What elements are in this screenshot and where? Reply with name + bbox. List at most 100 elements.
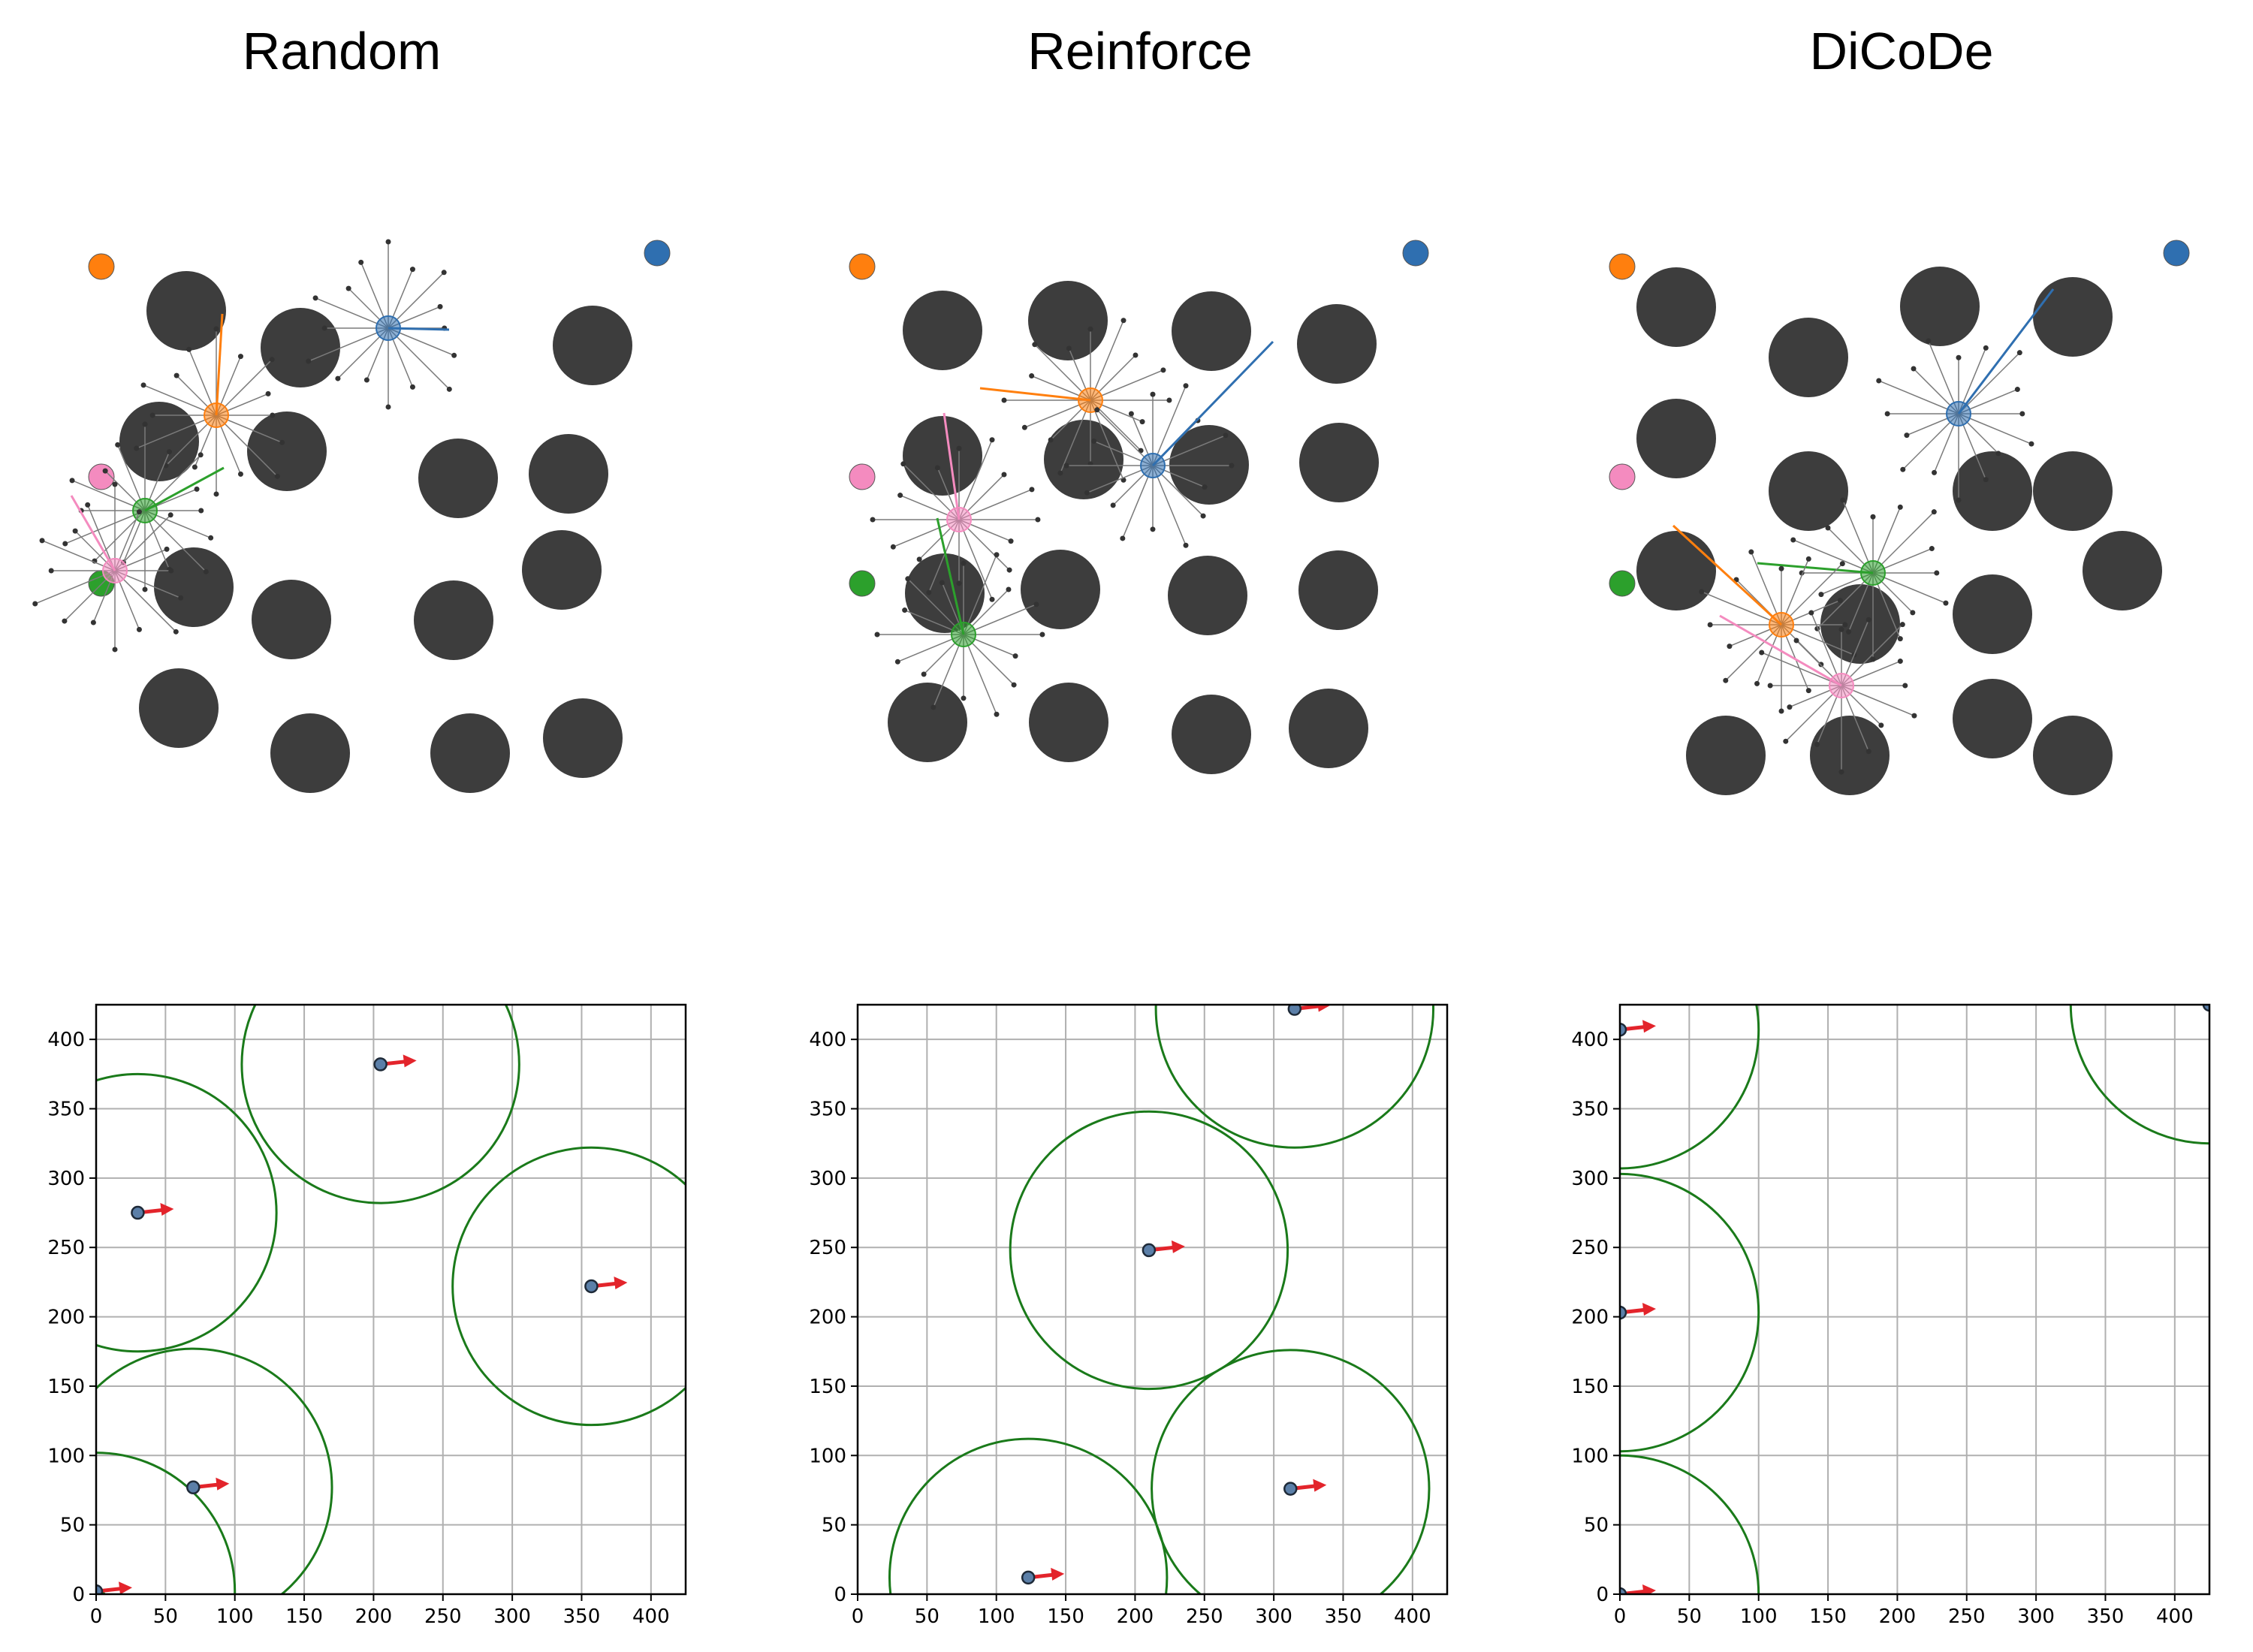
agent-marker (1021, 1570, 1036, 1585)
lidar-hit (166, 449, 172, 455)
lidar-hit (994, 711, 1000, 717)
obstacle (903, 291, 982, 370)
lidar-hit (1035, 517, 1041, 523)
lidar-hit (1091, 439, 1097, 445)
y-tick-label: 50 (822, 1515, 846, 1537)
y-tick-label: 250 (47, 1237, 85, 1259)
lidar-hit (1021, 424, 1027, 430)
coverage-circle (1154, 1005, 1434, 1149)
agent (2202, 1005, 2209, 1012)
lidar-hit (1808, 610, 1814, 616)
lidar-ray (1872, 511, 1935, 574)
column-title-reinforce: Reinforce (1027, 22, 1253, 80)
lidar-hit (306, 358, 312, 364)
lidar-hit (1805, 556, 1811, 562)
lidar-hit (2016, 350, 2022, 356)
obstacle (522, 530, 602, 610)
lidar-hit (1707, 622, 1713, 628)
lidar-hit (1842, 622, 1848, 628)
agent (1620, 1303, 1656, 1320)
x-tick-label: 100 (1740, 1605, 1778, 1628)
heading-line (70, 495, 116, 571)
lidar-hit (1911, 713, 1917, 719)
lidar-hit (1150, 526, 1156, 532)
agent-marker (2202, 1005, 2209, 1012)
lidar-hit (451, 352, 457, 358)
lidar-hit (237, 354, 243, 360)
lidar-ray (1781, 563, 1843, 626)
y-tick-label: 0 (834, 1584, 846, 1606)
lidar-hit (1926, 338, 1932, 344)
lidar-hit (385, 239, 391, 245)
lidar-hit (213, 491, 219, 497)
lidar-hit (142, 421, 148, 427)
y-tick-label: 400 (47, 1029, 85, 1051)
agent-marker (373, 1057, 388, 1072)
obstacle (1021, 550, 1100, 629)
lidar-hit (1956, 354, 1962, 360)
obstacle (903, 416, 982, 496)
lidar-hit (1229, 463, 1235, 469)
lidar-hit (441, 270, 447, 276)
obstacle (261, 308, 340, 387)
obstacle (1289, 689, 1368, 768)
lidar-hit (164, 546, 170, 552)
x-tick-label: 150 (285, 1605, 323, 1628)
lidar-hit (989, 596, 995, 602)
obstacle (543, 698, 623, 778)
heading-line (1957, 288, 2055, 415)
lidar-hit (1899, 622, 1905, 628)
agent (1620, 1020, 1656, 1037)
arrow-head (1317, 1005, 1331, 1012)
y-tick-label: 150 (47, 1376, 85, 1398)
robot-body (1140, 453, 1166, 478)
agent-marker (96, 1584, 104, 1594)
lidar-ray (144, 454, 201, 511)
robot-body (1860, 560, 1886, 586)
lidar-hit (194, 486, 200, 492)
obstacle (1029, 683, 1108, 762)
lidar-ray (1152, 465, 1187, 546)
lidar-ray (1878, 380, 1959, 415)
obstacle (1297, 304, 1377, 384)
lidar-hit (1837, 598, 1843, 604)
robot-green (874, 517, 1045, 717)
lidar-hit (168, 568, 174, 574)
lidar-hit (186, 346, 192, 352)
lidar-ray (958, 489, 1033, 520)
coverage-circle (1151, 1349, 1431, 1594)
coverage-circle (96, 1452, 237, 1594)
robot-body (951, 622, 976, 647)
x-tick-label: 50 (1677, 1605, 1702, 1628)
lidar-hit (208, 535, 214, 541)
lidar-hit (134, 445, 140, 451)
lidar-hit (112, 647, 118, 653)
goal-green (1609, 570, 1636, 597)
lidar-hit (902, 607, 908, 613)
y-tick-label: 300 (1571, 1168, 1609, 1190)
lidar-hit (1865, 749, 1871, 755)
obstacle (154, 547, 234, 627)
x-tick-label: 300 (2017, 1605, 2055, 1628)
arrow-head (1051, 1567, 1065, 1581)
lidar-hit (890, 544, 896, 550)
lidar-hit (1066, 345, 1072, 351)
lidar-ray (1781, 624, 1855, 656)
lidar-hit (1805, 688, 1811, 694)
y-tick-label: 50 (60, 1515, 85, 1537)
y-tick-label: 300 (47, 1168, 85, 1190)
lidar-ray (1725, 624, 1782, 681)
lidar-ray (65, 510, 146, 544)
y-tick-label: 250 (809, 1237, 846, 1259)
lidar-hit (1048, 437, 1054, 443)
obstacle (1820, 584, 1900, 664)
arrow-head (119, 1581, 132, 1594)
lidar-hit (1001, 472, 1007, 478)
x-tick-label: 350 (563, 1605, 601, 1628)
obstacle (1298, 550, 1378, 630)
obstacle (1636, 399, 1716, 478)
lidar-hit (1133, 352, 1139, 358)
lidar-hit (149, 412, 155, 418)
